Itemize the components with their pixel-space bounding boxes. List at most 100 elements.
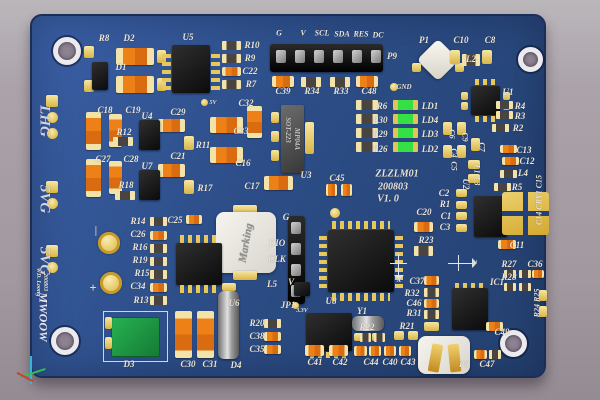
ic-pins [162, 52, 171, 90]
resistor [492, 124, 509, 132]
ic-chip [294, 282, 310, 296]
silkscreen-label: G [282, 212, 290, 222]
capacitor [86, 112, 101, 150]
ic-pins [319, 234, 327, 288]
resistor [150, 296, 167, 305]
solder-pad [46, 245, 58, 257]
axis-arrowhead [472, 258, 482, 268]
silkscreen-label: C48 [361, 86, 377, 96]
silkscreen-label: C22 [242, 66, 258, 76]
silkscreen-label: C26 [130, 229, 146, 239]
solder-pad [412, 63, 421, 72]
solder-pad [105, 337, 112, 349]
ic-pins [395, 234, 403, 288]
resistor [150, 257, 167, 266]
silkscreen-label: C29 [170, 107, 186, 117]
resistor [462, 54, 480, 66]
silkscreen-label: R4 [514, 101, 526, 111]
silkscreen-label: R12 [116, 127, 132, 137]
header-pin [276, 50, 286, 63]
solder-pad [184, 180, 194, 194]
silkscreen-label: C32 [238, 98, 254, 108]
capacitor [486, 322, 503, 331]
capacitor [502, 157, 519, 165]
solder-pad [84, 80, 94, 92]
silkscreen-label: R21 [399, 321, 415, 331]
resistor [301, 77, 321, 87]
silkscreen-label: R32 [404, 288, 420, 298]
capacitor [109, 161, 122, 194]
silkscreen-label: R29 [372, 129, 388, 139]
solder-pad [443, 145, 452, 158]
resistor [222, 54, 241, 63]
silkscreen-label: LHG [36, 105, 53, 137]
silkscreen-label: V1. 0 [377, 193, 399, 205]
silkscreen-label: C38 [249, 331, 265, 341]
solder-pad [456, 189, 467, 197]
via-pad [47, 128, 58, 139]
silkscreen-label: C16 [235, 158, 251, 168]
mounting-hole [53, 37, 81, 65]
ic-chip [176, 243, 222, 285]
solder-pad [233, 271, 257, 280]
resistor [414, 246, 433, 256]
silkscreen-label: x [396, 274, 402, 284]
silkscreen-label: C39 [275, 86, 291, 96]
silkscreen-label: C46 [406, 298, 422, 308]
solder-pad [394, 331, 404, 340]
ic-chip [471, 86, 500, 115]
silkscreen-label: R5 [511, 182, 523, 192]
resistor [150, 244, 167, 253]
header-pin [371, 50, 381, 63]
via-pad [330, 208, 340, 218]
ic-pins [180, 235, 218, 243]
silkscreen-label: C21 [170, 151, 186, 161]
gizmo-axis-blue [30, 356, 32, 384]
silkscreen-label: C42 [332, 357, 348, 367]
capacitor [356, 76, 378, 87]
silkscreen-label: SDA [334, 29, 350, 39]
solder-pad [46, 181, 58, 193]
solder-pad [456, 224, 467, 232]
resistor [356, 114, 378, 124]
capacitor [150, 283, 167, 292]
silkscreen-label: R34 [304, 86, 320, 96]
resistor [150, 217, 167, 226]
silkscreen-label: C10 [453, 35, 469, 45]
silkscreen-label: L1 [472, 164, 482, 174]
silkscreen-label: C49 [494, 327, 510, 337]
solder-pad [271, 112, 279, 123]
silkscreen-label: R23 [418, 235, 434, 245]
resistor [113, 137, 133, 146]
header-pin [291, 264, 301, 276]
solder-pad [157, 50, 166, 63]
led [393, 142, 418, 152]
silkscreen-label: 5V [209, 100, 217, 106]
resistor [500, 170, 517, 178]
silkscreen-label: R27 [501, 259, 517, 269]
pin-header [270, 44, 383, 72]
ic-pins [475, 79, 497, 85]
resistor [330, 77, 350, 87]
silkscreen-label: R1 [439, 199, 451, 209]
solder-pad [443, 122, 452, 135]
silkscreen-label: SCL [314, 28, 330, 38]
silkscreen-label: R6 [376, 101, 388, 111]
silkscreen-label: IC1 [489, 277, 505, 287]
solder-pad [271, 131, 279, 142]
silkscreen-label: | [94, 225, 98, 237]
ic-pins [211, 52, 220, 90]
silkscreen-label: C35 [249, 344, 265, 354]
resistor [356, 128, 378, 138]
silkscreen-label: C20 [416, 207, 432, 217]
silkscreen-label: R11 [195, 140, 211, 150]
via-pad [390, 83, 398, 91]
silkscreen-label: C5 [449, 161, 459, 171]
silkscreen-label: GND [396, 83, 412, 91]
ic-chip [328, 230, 394, 292]
capacitor [272, 76, 294, 87]
silkscreen-label: ZLZLM01 [375, 168, 419, 180]
silkscreen-label: R13 [133, 295, 149, 305]
silkscreen-label: C6 [447, 129, 457, 139]
silkscreen-label: C3 [439, 222, 451, 232]
